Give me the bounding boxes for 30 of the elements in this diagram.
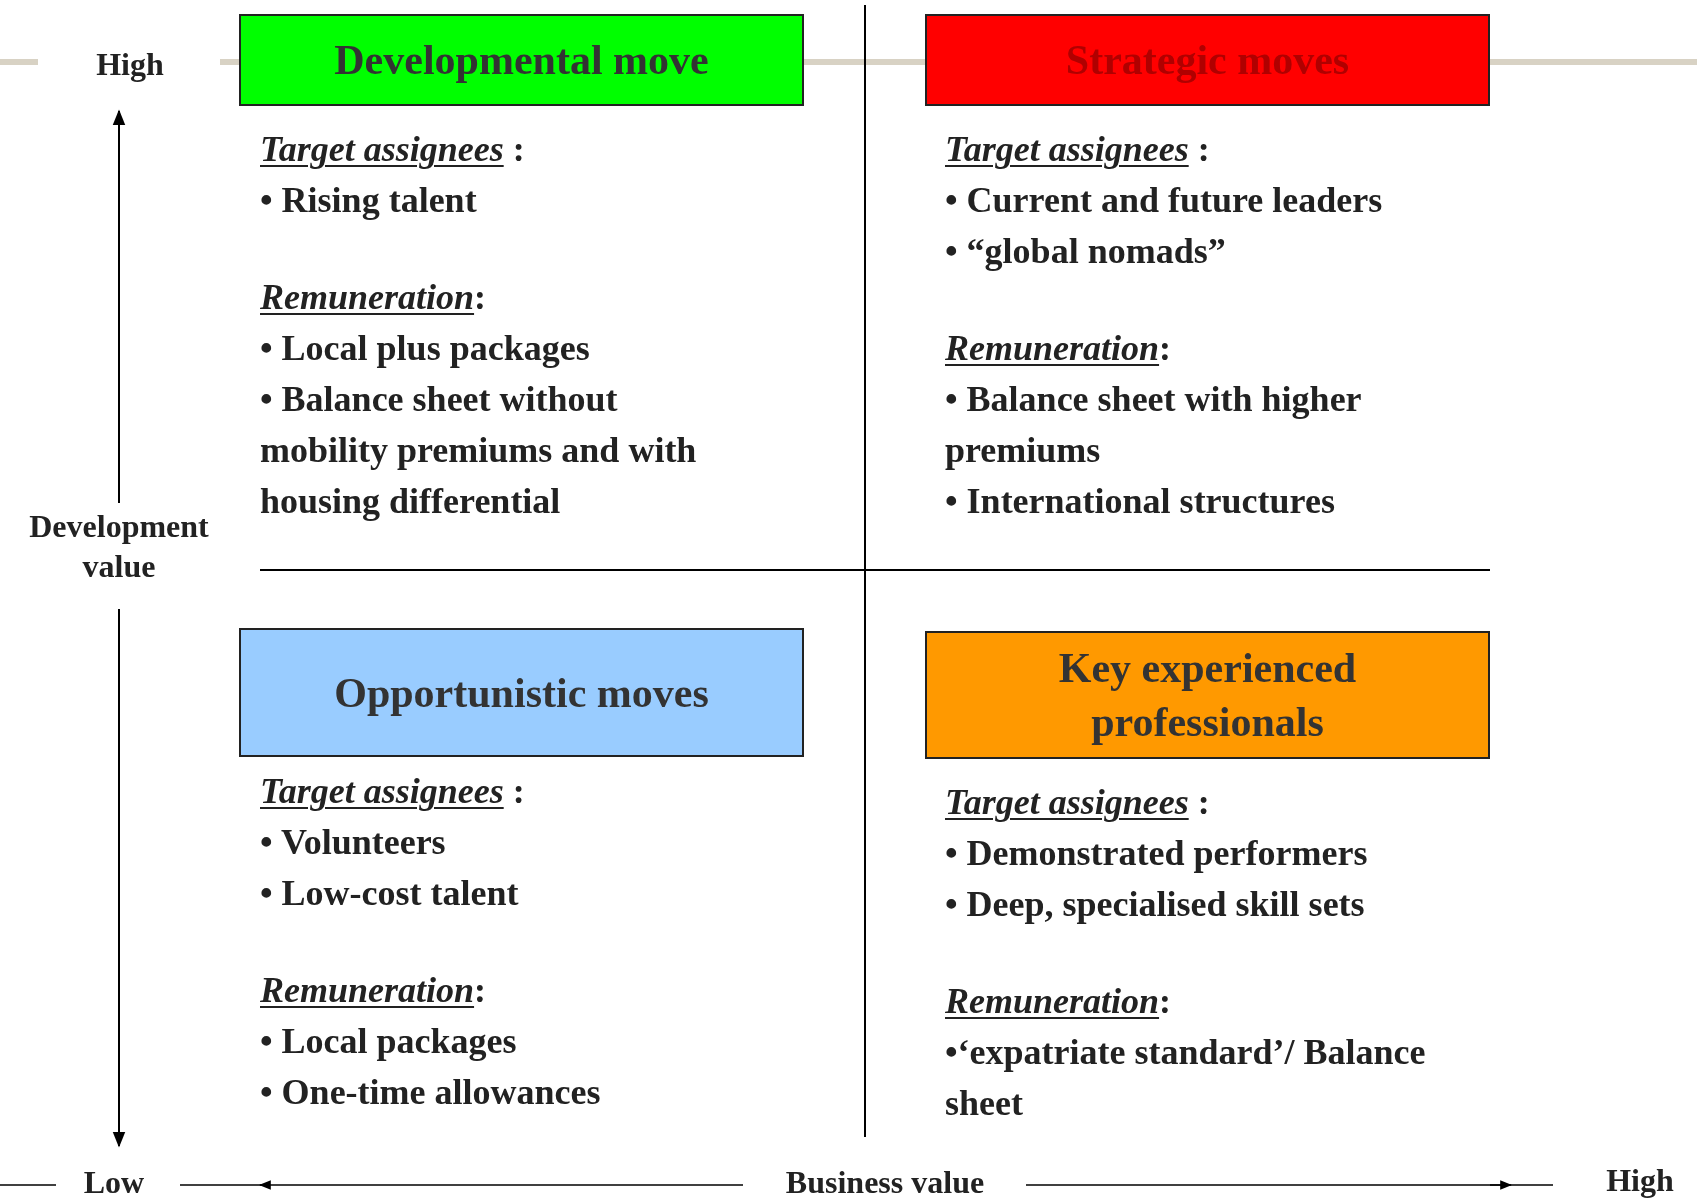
section-heading: Remuneration: (260, 276, 488, 319)
section-heading: Target assignees : (945, 128, 1211, 171)
bullet-item: • International structures (945, 480, 1336, 523)
quadrant-title-box (925, 14, 1490, 106)
bullet-item: • Deep, specialised skill sets (945, 883, 1366, 926)
section-heading: Remuneration: (945, 980, 1173, 1023)
quadrant-title-box (239, 14, 804, 106)
bullet-item: • Balance sheet with higher premiums (945, 378, 1362, 472)
quadrant-title: Developmental move (333, 36, 710, 85)
bullet-item: • One-time allowances (260, 1071, 602, 1114)
bullet-item: • Current and future leaders (945, 179, 1384, 222)
bullet-item: • Volunteers (260, 821, 447, 864)
bullet-item: • Local plus packages (260, 327, 591, 370)
section-heading: Remuneration: (260, 969, 488, 1012)
quadrant-title: Key experienced professionals (1057, 644, 1358, 747)
bullet-item: • “global nomads” (945, 230, 1227, 273)
section-heading: Remuneration: (945, 327, 1173, 370)
bullet-item: •‘expatriate standard’/ Balance sheet (945, 1031, 1427, 1125)
bullet-item: • Local packages (260, 1020, 518, 1063)
bullet-item: • Low-cost talent (260, 872, 520, 915)
quadrant-title: Opportunistic moves (333, 668, 710, 718)
bullet-item: • Balance sheet without mobility premiums and with housing differential (260, 378, 698, 523)
bullet-item: • Demonstrated performers (945, 832, 1369, 875)
bullet-item: • Rising talent (260, 179, 478, 222)
section-heading: Target assignees : (260, 770, 526, 813)
quadrant-title-box (239, 628, 804, 757)
quadrant-title-box (925, 631, 1490, 759)
quadrant-title: Strategic moves (1064, 36, 1351, 85)
section-heading: Target assignees : (260, 128, 526, 171)
section-heading: Target assignees : (945, 781, 1211, 824)
